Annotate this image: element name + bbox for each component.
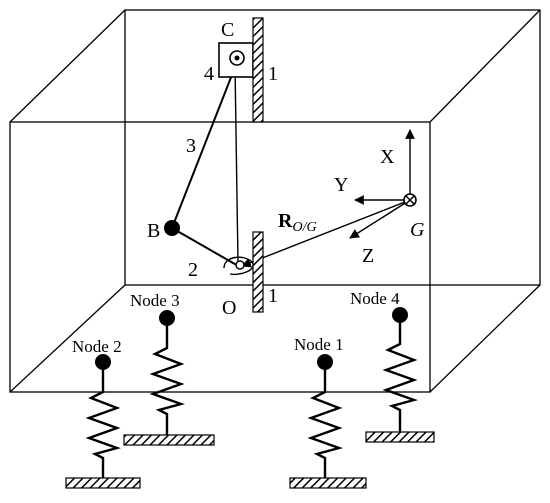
label-point-c: C xyxy=(221,19,234,41)
box-edge-bottom-left xyxy=(9,284,126,393)
label-link-3: 3 xyxy=(186,135,196,157)
joint-c-inner xyxy=(234,55,240,61)
box-front-face xyxy=(9,121,431,393)
link-2-bar xyxy=(171,227,241,268)
slider-c xyxy=(218,17,264,123)
point-g-cross-b xyxy=(405,195,415,205)
position-vector-r xyxy=(241,199,411,268)
label-r-vector: RO/G xyxy=(278,210,317,235)
node-4-assembly xyxy=(365,307,435,443)
node-1-ground xyxy=(289,477,367,489)
label-node-2: Node 2 xyxy=(72,337,122,356)
joint-o-loop xyxy=(223,256,254,276)
axis-z-arrow xyxy=(349,199,411,239)
node-3-assembly xyxy=(123,310,215,446)
label-point-g: G xyxy=(410,219,425,241)
node-1-spring xyxy=(307,370,343,478)
node-3-spring xyxy=(149,326,185,435)
label-link-4: 4 xyxy=(204,63,214,85)
node-3-ground xyxy=(123,434,215,446)
label-point-b: B xyxy=(147,220,160,242)
mechanism-links xyxy=(171,61,411,268)
ground-rail-1-top xyxy=(252,17,264,123)
label-node-4: Node 4 xyxy=(350,289,400,308)
label-point-o: O xyxy=(222,297,236,319)
node-4-dot xyxy=(392,307,408,323)
node-2-assembly xyxy=(65,354,141,489)
joint-b xyxy=(164,220,180,236)
label-r-sub: O/G xyxy=(292,220,316,235)
box-edge-top-right xyxy=(429,9,541,123)
node-2-ground xyxy=(65,477,141,489)
label-node-3: Node 3 xyxy=(130,291,180,310)
node-2-spring xyxy=(85,370,121,478)
box-back-face xyxy=(124,9,541,286)
box-edge-top-left xyxy=(9,9,126,123)
node-4-spring xyxy=(382,323,418,432)
vertical-link-co xyxy=(234,65,239,264)
label-r-main: R xyxy=(278,210,293,232)
joint-o xyxy=(223,231,264,313)
node-1-dot xyxy=(317,354,333,370)
link-3-bar xyxy=(171,61,238,229)
node-4-ground xyxy=(365,431,435,443)
label-link-1-bottom: 1 xyxy=(268,285,278,307)
label-link-2: 2 xyxy=(188,259,198,281)
joint-o-pin xyxy=(235,260,245,270)
diagram-labels: C 4 1 3 B 2 O 1 X Y Z G RO/G Node 2 Node… xyxy=(72,19,425,356)
label-node-1: Node 1 xyxy=(294,335,344,354)
node-2-dot xyxy=(95,354,111,370)
label-link-1-top: 1 xyxy=(268,63,278,85)
node-3-dot xyxy=(159,310,175,326)
ground-rail-1-bottom xyxy=(252,231,264,313)
label-axis-y: Y xyxy=(334,174,348,196)
label-axis-x: X xyxy=(380,146,395,168)
box-edge-bottom-right xyxy=(429,284,541,393)
box-wireframe xyxy=(9,9,541,393)
node-1-assembly xyxy=(289,354,367,489)
frame-g xyxy=(349,129,417,239)
label-axis-z: Z xyxy=(362,245,374,267)
